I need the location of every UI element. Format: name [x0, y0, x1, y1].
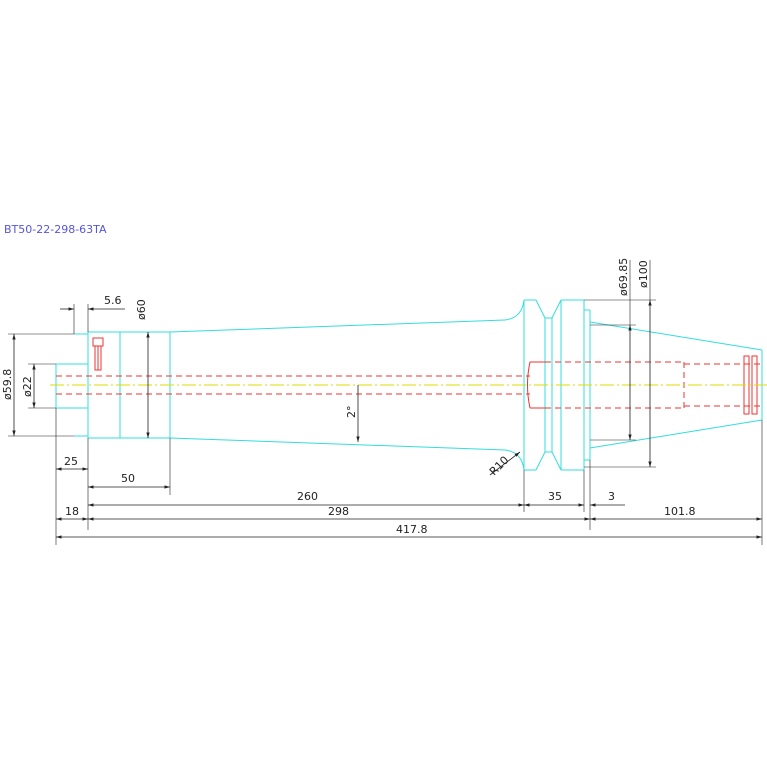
bore-lines	[56, 337, 762, 415]
dim-3: 3	[608, 490, 615, 503]
dim-35: 35	[548, 490, 562, 503]
dimension-labels: 5.6 ø60 ø59.8 ø22 2° 25 50 260 35 3 18 2…	[1, 258, 696, 536]
dim-5-6: 5.6	[104, 294, 122, 307]
dim-18: 18	[65, 505, 79, 518]
dim-dia22: ø22	[21, 376, 34, 397]
dim-dia60: ø60	[135, 299, 148, 320]
dim-101-8: 101.8	[664, 505, 696, 518]
dim-dia100: ø100	[637, 260, 650, 288]
dim-dia59-8: ø59.8	[1, 369, 14, 400]
drawing-title: BT50-22-298-63TA	[4, 223, 107, 236]
dim-taper-angle: 2°	[345, 406, 358, 419]
dim-260: 260	[297, 490, 318, 503]
dim-25: 25	[64, 455, 78, 468]
dim-298: 298	[328, 505, 349, 518]
dim-417-8: 417.8	[396, 523, 428, 536]
dimension-lines	[8, 260, 763, 545]
dim-50: 50	[121, 472, 135, 485]
dim-dia69-85: ø69.85	[617, 258, 630, 296]
